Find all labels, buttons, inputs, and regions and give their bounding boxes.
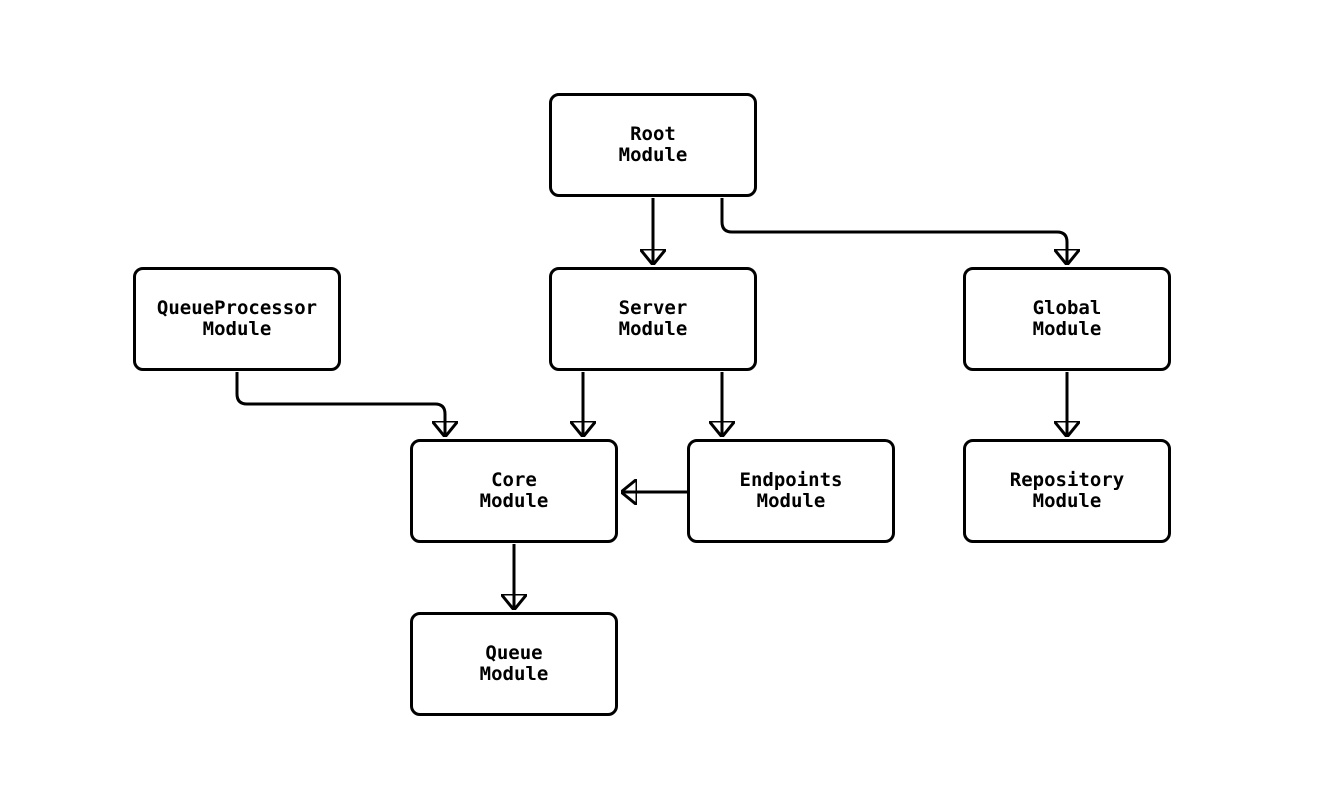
edge-root-to-global bbox=[720, 198, 1067, 264]
node-global-module-label: Global Module bbox=[1032, 297, 1102, 340]
node-endpoints-module-label: Endpoints Module bbox=[739, 469, 843, 512]
node-global-module: Global Module bbox=[963, 267, 1171, 371]
node-endpoints-module: Endpoints Module bbox=[687, 439, 895, 543]
node-core-module-label: Core Module bbox=[479, 469, 549, 512]
node-repository-module: Repository Module bbox=[963, 439, 1171, 543]
edge-queueprocessor-to-core bbox=[235, 372, 445, 436]
node-server-module-label: Server Module bbox=[618, 297, 688, 340]
node-core-module: Core Module bbox=[410, 439, 618, 543]
node-queueprocessor-module: QueueProcessor Module bbox=[133, 267, 341, 371]
node-root-module-label: Root Module bbox=[618, 123, 688, 166]
node-queue-module: Queue Module bbox=[410, 612, 618, 716]
node-queueprocessor-module-label: QueueProcessor Module bbox=[156, 297, 318, 340]
node-repository-module-label: Repository Module bbox=[1009, 469, 1125, 512]
node-queue-module-label: Queue Module bbox=[479, 642, 549, 685]
node-server-module: Server Module bbox=[549, 267, 757, 371]
node-root-module: Root Module bbox=[549, 93, 757, 197]
